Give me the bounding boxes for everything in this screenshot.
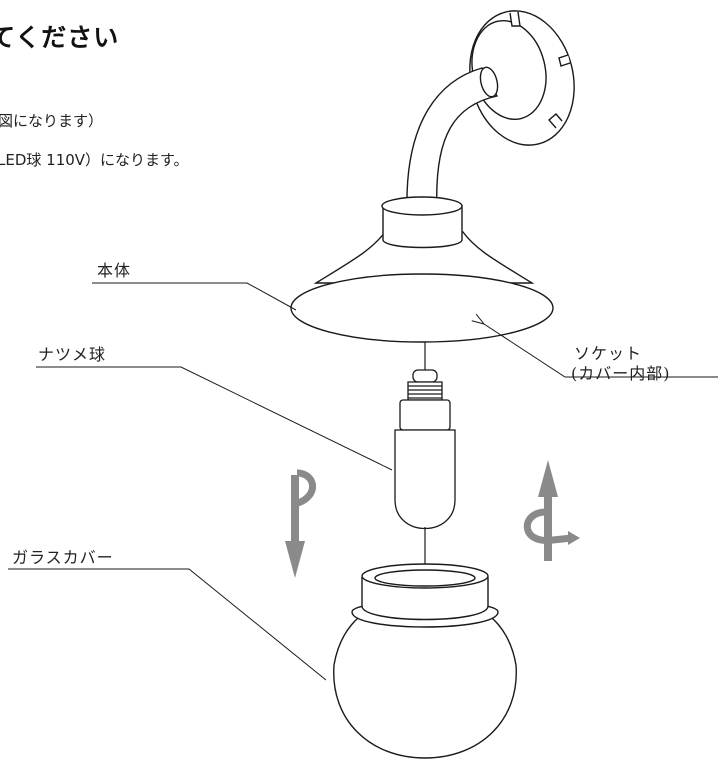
leader-line-bulb: [36, 366, 393, 471]
label-socket-line-2: (カバー内部): [571, 364, 671, 383]
instruction-heading: てください: [0, 23, 120, 52]
leader-line-body: [92, 282, 297, 311]
bulb: [394, 369, 456, 530]
label-body: 本体: [97, 261, 132, 280]
leader-line-glass: [8, 568, 327, 681]
label-bulb: ナツメ球: [38, 345, 107, 364]
lamp-body-shade: [290, 196, 554, 343]
rotate-down-arrow-icon: [285, 469, 316, 578]
lamp-arm: [406, 66, 499, 211]
leader-line-socket: [484, 324, 718, 378]
label-glass-cover: ガラスカバー: [12, 548, 114, 567]
label-socket-line-1: ソケット: [574, 344, 643, 363]
note-line-1: 図になります）: [0, 112, 104, 130]
rotate-up-arrow-icon: [523, 460, 580, 561]
note-line-2: LED球 110V）になります。: [0, 151, 189, 169]
label-socket: ソケット (カバー内部): [571, 344, 671, 384]
glass-cover: [333, 563, 517, 759]
